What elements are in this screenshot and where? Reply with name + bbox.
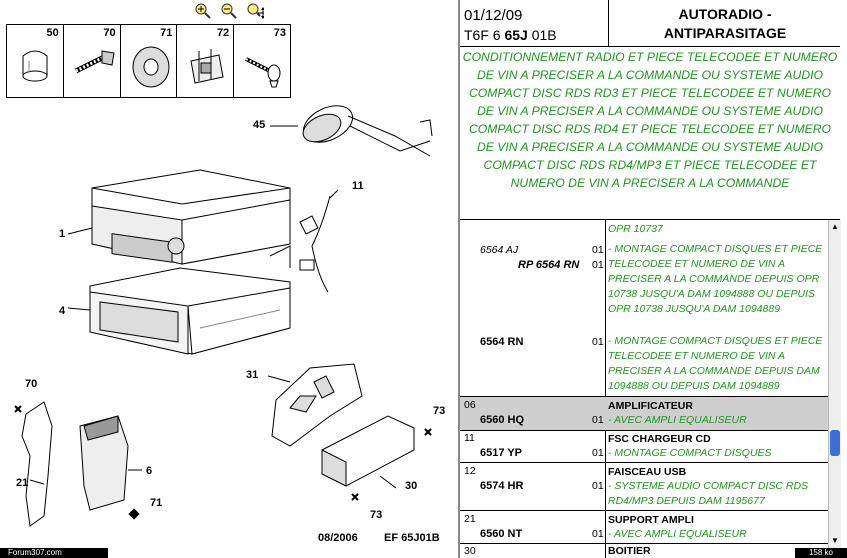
item-description: - MONTAGE COMPACT DISQUES ET PIECE TELEC… bbox=[608, 335, 823, 392]
item-description: - MONTAGE COMPACT DISQUES ET PIECE TELEC… bbox=[608, 243, 823, 315]
parts-list-panel: 01/12/09 T6F 6 65J 01B AUTORADIO -ANTIPA… bbox=[460, 0, 847, 558]
part-number: 70 bbox=[103, 27, 116, 39]
scroll-down-icon[interactable]: ▼ bbox=[831, 535, 839, 545]
callout-label: 73 bbox=[433, 405, 446, 417]
panel-divider[interactable] bbox=[458, 0, 460, 558]
callout-label: 21 bbox=[16, 477, 29, 489]
bolt-icon bbox=[74, 50, 115, 74]
header-date: 01/12/09 bbox=[464, 7, 523, 24]
list-item[interactable]: 11 6517 YP 01 FSC CHARGEUR CD - MONTAGE … bbox=[460, 430, 828, 463]
item-title: SUPPORT AMPLI bbox=[608, 514, 694, 526]
screw-icon bbox=[245, 57, 281, 88]
plate-date: 08/2006 bbox=[318, 532, 358, 544]
file-size: 158 ko bbox=[795, 548, 847, 558]
list-item[interactable]: OPR 10737 bbox=[460, 220, 828, 240]
header-divider bbox=[608, 0, 609, 46]
item-reference: 6574 HR bbox=[480, 480, 524, 492]
list-item[interactable]: 21 6560 NT 01 SUPPORT AMPLI - AVEC AMPLI… bbox=[460, 511, 828, 544]
item-group: 21 bbox=[464, 513, 476, 525]
exploded-diagram bbox=[14, 105, 433, 527]
clip-icon bbox=[22, 50, 48, 82]
item-reference: 6560 HQ bbox=[480, 414, 525, 426]
diagram-panel: 50 70 71 72 73 bbox=[0, 0, 458, 558]
part-number: 72 bbox=[216, 27, 230, 39]
item-reference: 6564 AJ bbox=[480, 244, 519, 256]
item-quantity: 01 bbox=[592, 336, 604, 348]
part-cell[interactable]: 50 bbox=[7, 25, 64, 97]
scroll-thumb[interactable] bbox=[830, 430, 840, 456]
item-group: 11 bbox=[464, 432, 475, 444]
list-header: 01/12/09 T6F 6 65J 01B AUTORADIO -ANTIPA… bbox=[460, 0, 840, 47]
callout-label: 6 bbox=[146, 465, 153, 477]
part-cell[interactable]: 70 bbox=[64, 25, 121, 97]
callout-label: 11 bbox=[352, 180, 364, 192]
zoom-out-icon[interactable] bbox=[220, 2, 238, 20]
item-title: BOITIER bbox=[608, 545, 651, 557]
item-title: FAISCEAU USB bbox=[608, 466, 687, 478]
item-title: AMPLIFICATEUR bbox=[608, 400, 693, 412]
item-quantity: 01 bbox=[592, 244, 604, 256]
part-number: 71 bbox=[160, 27, 173, 39]
callout-label: 73 bbox=[370, 509, 383, 521]
item-description: - MONTAGE COMPACT DISQUES bbox=[608, 447, 772, 459]
list-scrollbar[interactable]: ▲ ▼ bbox=[828, 220, 841, 558]
list-item[interactable]: 12 6574 HR 01 FAISCEAU USB - SYSTEME AUD… bbox=[460, 463, 828, 511]
plate-code: EF 65J01B bbox=[384, 532, 440, 544]
callout-label: 30 bbox=[405, 480, 418, 492]
callout-label: 71 bbox=[150, 497, 163, 509]
application-condition: CONDITIONNEMENT RADIO ET PIECE TELECODEE… bbox=[462, 50, 838, 190]
item-group: 12 bbox=[464, 465, 476, 477]
part-number: 50 bbox=[46, 27, 59, 39]
part-cell[interactable]: 73 bbox=[234, 25, 290, 97]
pan-icon[interactable] bbox=[246, 2, 264, 20]
scroll-up-icon[interactable]: ▲ bbox=[831, 221, 839, 231]
callout-label: 70 bbox=[25, 378, 38, 390]
item-quantity: 01 bbox=[592, 447, 604, 459]
zoom-in-icon[interactable] bbox=[194, 2, 212, 20]
header-title: AUTORADIO -ANTIPARASITAGE bbox=[663, 6, 787, 41]
item-title: FSC CHARGEUR CD bbox=[608, 433, 711, 445]
header-code: T6F 6 65J 01B bbox=[464, 27, 557, 43]
item-quantity: 01 bbox=[592, 480, 604, 492]
list-item[interactable]: 30 BOITIER bbox=[460, 544, 828, 558]
item-reference: 6560 NT bbox=[480, 528, 523, 540]
item-description: - SYSTEME AUDIO COMPACT DISC RDS RD4/MP3… bbox=[608, 480, 809, 507]
item-reference: 6564 RN bbox=[480, 336, 524, 348]
clamp-icon bbox=[190, 49, 224, 84]
callout-label: 4 bbox=[59, 305, 66, 317]
item-quantity: 01 bbox=[592, 414, 604, 426]
part-cell[interactable]: 71 bbox=[121, 25, 178, 97]
part-cell[interactable]: 72 bbox=[177, 25, 235, 97]
item-group: 06 bbox=[464, 399, 476, 411]
callout-label: 31 bbox=[246, 369, 259, 381]
washer-icon bbox=[132, 46, 170, 88]
item-quantity: 01 bbox=[592, 528, 604, 540]
list-item-selected[interactable]: 06 6560 HQ 01 AMPLIFICATEUR - AVEC AMPLI… bbox=[460, 396, 828, 431]
item-group: 30 bbox=[464, 545, 476, 557]
list-item[interactable]: 6564 RN 01 - MONTAGE COMPACT DISQUES ET … bbox=[460, 332, 828, 396]
item-replacement: RP 6564 RN bbox=[518, 259, 580, 271]
column-divider bbox=[605, 220, 606, 558]
item-description: OPR 10737 bbox=[608, 223, 663, 235]
parts-list: OPR 10737 6564 AJ RP 6564 RN 01 01 - MON… bbox=[460, 220, 828, 558]
item-description: - AVEC AMPLI EQUALISEUR bbox=[608, 414, 747, 426]
fasteners-box: 50 70 71 72 73 bbox=[6, 24, 291, 98]
item-quantity: 01 bbox=[592, 259, 604, 271]
list-item[interactable]: 6564 AJ RP 6564 RN 01 01 - MONTAGE COMPA… bbox=[460, 240, 828, 332]
part-number: 73 bbox=[273, 27, 286, 39]
section-divider bbox=[460, 219, 840, 220]
callout-label: 45 bbox=[253, 119, 266, 131]
item-description: - AVEC AMPLI EQUALISEUR bbox=[608, 528, 747, 540]
zoom-toolbar bbox=[0, 0, 458, 22]
site-watermark: Forum307.com bbox=[0, 548, 108, 558]
item-reference: 6517 YP bbox=[480, 447, 523, 459]
callout-label: 1 bbox=[59, 228, 66, 240]
